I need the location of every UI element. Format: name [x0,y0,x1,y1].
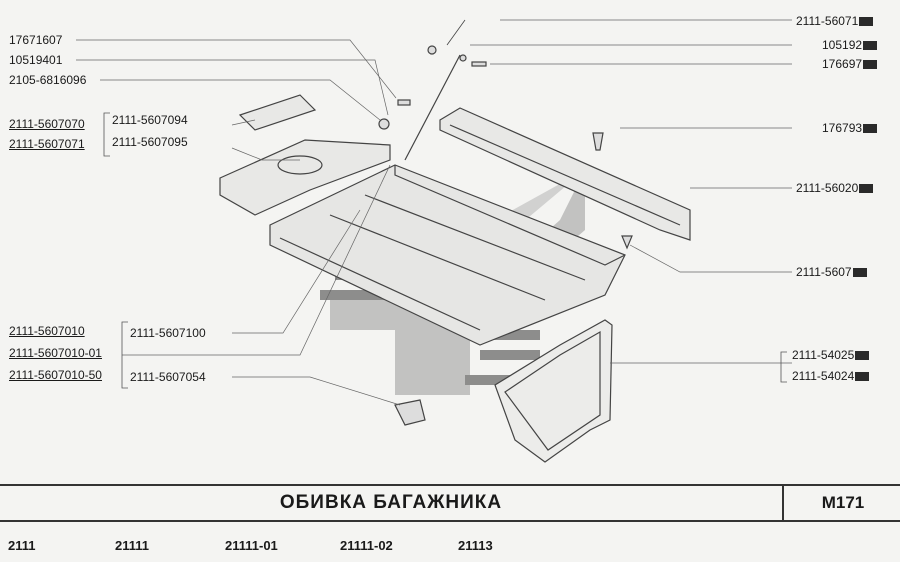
bracket-lines [103,112,787,389]
model-item: 21113 [458,538,493,553]
label-2111-5607010: 2111-5607010 [9,324,85,338]
label-right-3: 176697 [822,57,878,71]
trunk-shelf-drawing [269,164,626,346]
label-2111-5607054: 2111-5607054 [130,370,206,384]
leader-lines [76,19,792,406]
left-panel-drawing [219,94,391,216]
label-2111-5607010-01: 2111-5607010-01 [9,346,102,360]
trunk-tub-drawing [494,319,613,463]
label-2111-5607094: 2111-5607094 [112,113,188,127]
label-right-1: 2111-56071 [796,14,874,28]
label-right-6: 2111-5607 [796,265,867,279]
label-right-5: 2111-56020 [796,181,874,195]
label-right-2: 105192 [822,38,878,52]
label-2111-5607100: 2111-5607100 [130,326,206,340]
model-item: 21111-02 [340,538,393,553]
code-cell: M171 [782,485,900,521]
footer-top-rule [0,484,900,486]
page-title: ОБИВКА БАГАЖНИКА [279,492,503,513]
label-2111-5607071: 2111-5607071 [9,137,85,151]
small-parts-drawing [378,19,633,426]
title-cell: ОБИВКА БАГАЖНИКА [0,485,782,521]
label-10519401: 10519401 [9,53,63,67]
label-2111-5607010-50: 2111-5607010-50 [9,368,102,382]
model-item: 21111 [115,538,149,553]
model-item: 2111 [8,538,36,553]
label-2111-5607070: 2111-5607070 [9,117,85,131]
model-list: 2111 21111 21111-01 21111-02 21113 [0,538,900,558]
label-2111-5607095: 2111-5607095 [112,135,188,149]
model-item: 21111-01 [225,538,278,553]
label-17671607: 17671607 [9,33,63,47]
page-code: M171 [821,493,865,512]
footer-bottom-rule [0,520,900,522]
label-right-8: 2111-54024 [792,369,870,383]
parts-diagram [76,19,792,463]
label-right-7: 2111-54025 [792,348,870,362]
label-2105-6816096: 2105-6816096 [9,73,87,87]
right-panel-drawing [439,107,691,241]
label-right-4: 176793 [822,121,878,135]
